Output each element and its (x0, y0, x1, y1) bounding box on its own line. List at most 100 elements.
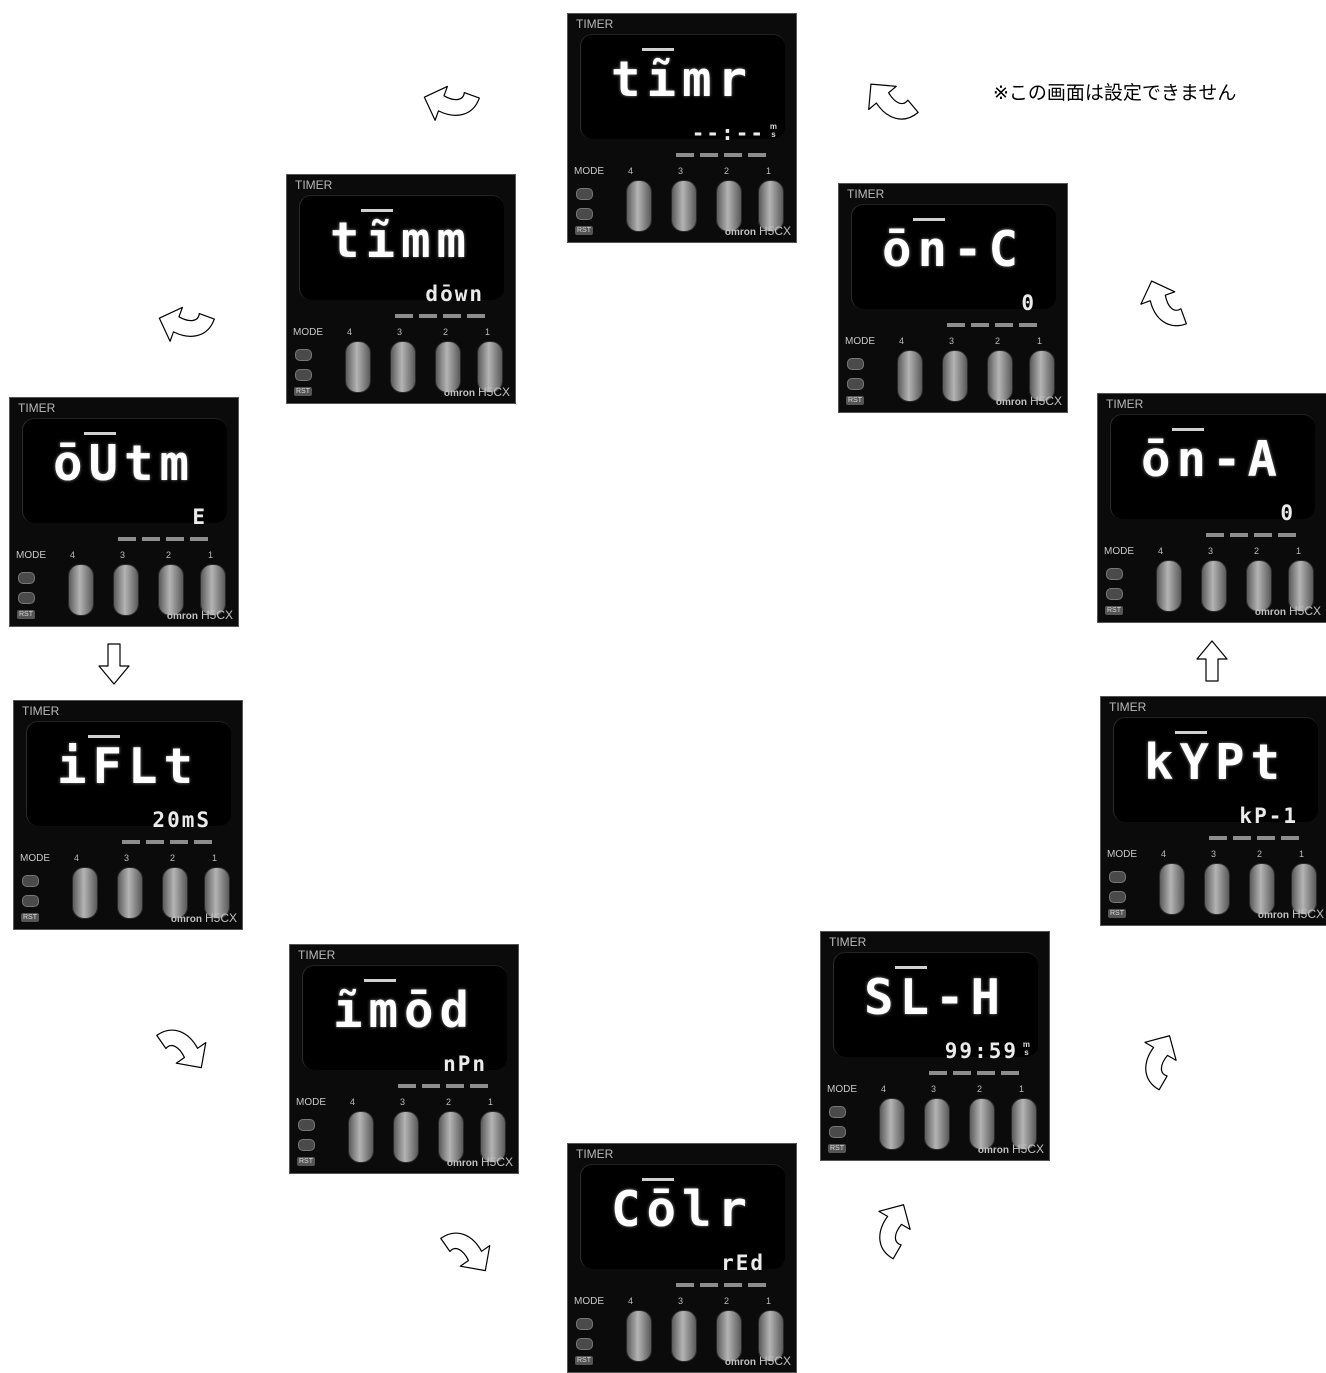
key-number-label: 3 (678, 1296, 683, 1306)
mode-key-2[interactable] (295, 369, 312, 381)
reset-key[interactable]: RST (17, 610, 35, 619)
key-indicator-leds (947, 312, 1047, 316)
model-name: H5CX (1030, 394, 1062, 408)
omron-logo: omron (996, 397, 1027, 408)
mode-key[interactable] (295, 349, 312, 361)
key-number-label: 4 (350, 1097, 355, 1107)
up-key-3[interactable] (671, 1310, 697, 1362)
panel-header: TIMER (829, 935, 866, 949)
key-number-label: 1 (1019, 1084, 1024, 1094)
panel-header: TIMER (295, 178, 332, 192)
key-indicator-leds (676, 1272, 776, 1276)
up-key-3[interactable] (924, 1098, 950, 1150)
mode-key-2[interactable] (847, 378, 864, 390)
mode-label: MODE (574, 166, 604, 177)
reset-key[interactable]: RST (294, 387, 312, 396)
mode-label: MODE (20, 853, 50, 864)
mode-key[interactable] (829, 1106, 846, 1118)
reset-key[interactable]: RST (21, 913, 39, 922)
up-key-4[interactable] (72, 867, 98, 919)
up-key-3[interactable] (1204, 863, 1230, 915)
up-key-3[interactable] (1201, 560, 1227, 612)
panel-header: TIMER (298, 948, 335, 962)
key-number-label: 3 (400, 1097, 405, 1107)
lcd-display: ōn-C 0 (851, 204, 1056, 309)
reset-key[interactable]: RST (575, 226, 593, 235)
mode-key-2[interactable] (298, 1139, 315, 1151)
curved-arrow-icon (1128, 1027, 1185, 1090)
mode-key-2[interactable] (1109, 891, 1126, 903)
mode-key[interactable] (847, 358, 864, 370)
mode-key[interactable] (22, 875, 39, 887)
key-number-label: 2 (443, 327, 448, 337)
key-number-label: 3 (949, 336, 954, 346)
up-key-4[interactable] (1159, 863, 1185, 915)
up-key-3[interactable] (113, 564, 139, 616)
up-key-4[interactable] (626, 1310, 652, 1362)
up-key-4[interactable] (348, 1111, 374, 1163)
mode-key[interactable] (576, 188, 593, 200)
up-key-3[interactable] (942, 350, 968, 402)
model-name: H5CX (478, 385, 510, 399)
mode-label: MODE (827, 1084, 857, 1095)
lcd-display: kYPt kP-1 (1113, 717, 1318, 822)
mode-label: MODE (16, 550, 46, 561)
key-number-label: 1 (1037, 336, 1042, 346)
mode-key[interactable] (1106, 568, 1123, 580)
mode-key-2[interactable] (1106, 588, 1123, 600)
up-key-4[interactable] (897, 350, 923, 402)
reset-key[interactable]: RST (828, 1144, 846, 1153)
reset-key[interactable]: RST (1108, 909, 1126, 918)
brand-label: omronH5CX (725, 1354, 791, 1368)
curved-arrow-icon (862, 1196, 919, 1259)
mode-key[interactable] (576, 1318, 593, 1330)
model-name: H5CX (759, 224, 791, 238)
omron-logo: omron (447, 1158, 478, 1169)
brand-label: omronH5CX (1258, 907, 1324, 921)
up-key-3[interactable] (117, 867, 143, 919)
curved-arrow-icon (1135, 275, 1187, 336)
brand-label: omronH5CX (167, 608, 233, 622)
lcd-display: ōUtm E (22, 418, 227, 523)
panel-header: TIMER (576, 17, 613, 31)
reset-key[interactable]: RST (297, 1157, 315, 1166)
up-key-3[interactable] (671, 180, 697, 232)
reset-key[interactable]: RST (846, 396, 864, 405)
lcd-display: SL-H 99:59 m s (833, 952, 1038, 1057)
mode-key[interactable] (1109, 871, 1126, 883)
display-unit: m s (1023, 1041, 1030, 1057)
display-main-text: ōn-A (1117, 431, 1307, 488)
reset-key[interactable]: RST (575, 1356, 593, 1365)
up-key-4[interactable] (1156, 560, 1182, 612)
reset-key[interactable]: RST (1105, 606, 1123, 615)
mode-key-2[interactable] (829, 1126, 846, 1138)
panel-header: TIMER (847, 187, 884, 201)
display-main-text: iFLt (33, 738, 223, 795)
up-key-4[interactable] (879, 1098, 905, 1150)
key-number-label: 4 (881, 1084, 886, 1094)
key-number-label: 2 (446, 1097, 451, 1107)
mode-key[interactable] (298, 1119, 315, 1131)
up-key-3[interactable] (390, 341, 416, 393)
display-main-text: ĩmōd (309, 982, 499, 1039)
omron-logo: omron (1258, 910, 1289, 921)
mode-key[interactable] (18, 572, 35, 584)
lcd-display: ōn-A 0 (1110, 414, 1315, 519)
brand-label: omronH5CX (996, 394, 1062, 408)
up-key-3[interactable] (393, 1111, 419, 1163)
mode-key-2[interactable] (576, 1338, 593, 1350)
mode-key-2[interactable] (576, 208, 593, 220)
key-indicator-leds (395, 303, 495, 307)
up-key-4[interactable] (345, 341, 371, 393)
key-number-label: 3 (124, 853, 129, 863)
mode-key-2[interactable] (22, 895, 39, 907)
timer-panel-outm: TIMER ōUtm E MODE 4 3 2 1 RST omronH5CX (9, 397, 239, 627)
mode-key-2[interactable] (18, 592, 35, 604)
key-number-label: 2 (166, 550, 171, 560)
key-number-label: 4 (347, 327, 352, 337)
up-key-4[interactable] (626, 180, 652, 232)
up-key-4[interactable] (68, 564, 94, 616)
key-number-label: 2 (977, 1084, 982, 1094)
model-name: H5CX (201, 608, 233, 622)
